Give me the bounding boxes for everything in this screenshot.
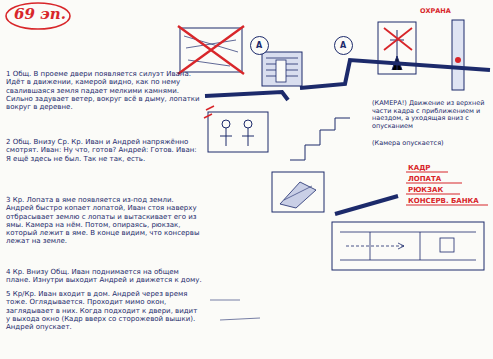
title-circle <box>6 3 70 29</box>
scene-note: 5 Кр/Кр. Иван входит в дом. Андрей через… <box>6 290 202 331</box>
props-item: ЛОПАТА <box>408 175 488 183</box>
scene-note: 3 Кр. Лопата в яме появляется из-под зем… <box>6 196 202 246</box>
crossed-panel <box>178 26 244 74</box>
list-underline <box>406 172 488 205</box>
tower-panel <box>378 20 464 90</box>
title-text: 69 эп. <box>14 6 66 24</box>
marker-letter: A <box>340 41 346 50</box>
scene-note: 2 Общ. Внизу Ср. Кр. Иван и Андрей напря… <box>6 138 202 163</box>
sketch-stroke <box>210 300 260 320</box>
door-panel <box>262 52 302 86</box>
props-item: КОНСЕРВ. БАНКА <box>408 197 488 205</box>
plan-panel <box>332 222 484 270</box>
circle-marker: A <box>250 36 269 55</box>
props-item: РЮКЗАК <box>408 186 488 194</box>
stairs-sketch <box>290 118 350 160</box>
route-line <box>205 60 490 100</box>
marker-letter: A <box>256 41 262 50</box>
route-line <box>335 196 398 214</box>
camera-note: (Камера опускается) <box>372 140 488 148</box>
figures-panel <box>204 106 268 152</box>
shovel-panel <box>272 172 324 212</box>
circle-marker: A <box>334 36 353 55</box>
scene-note: 4 Кр. Внизу Общ. Иван поднимается на общ… <box>6 268 202 285</box>
camera-note: (КАМЕРА!) Движение из верхней части кадр… <box>372 100 488 131</box>
props-item: КАДР <box>408 164 488 172</box>
sign-text: ОХРАНА <box>420 8 480 16</box>
scene-note: 1 Общ. В проеме двери появляется силуэт … <box>6 70 202 111</box>
